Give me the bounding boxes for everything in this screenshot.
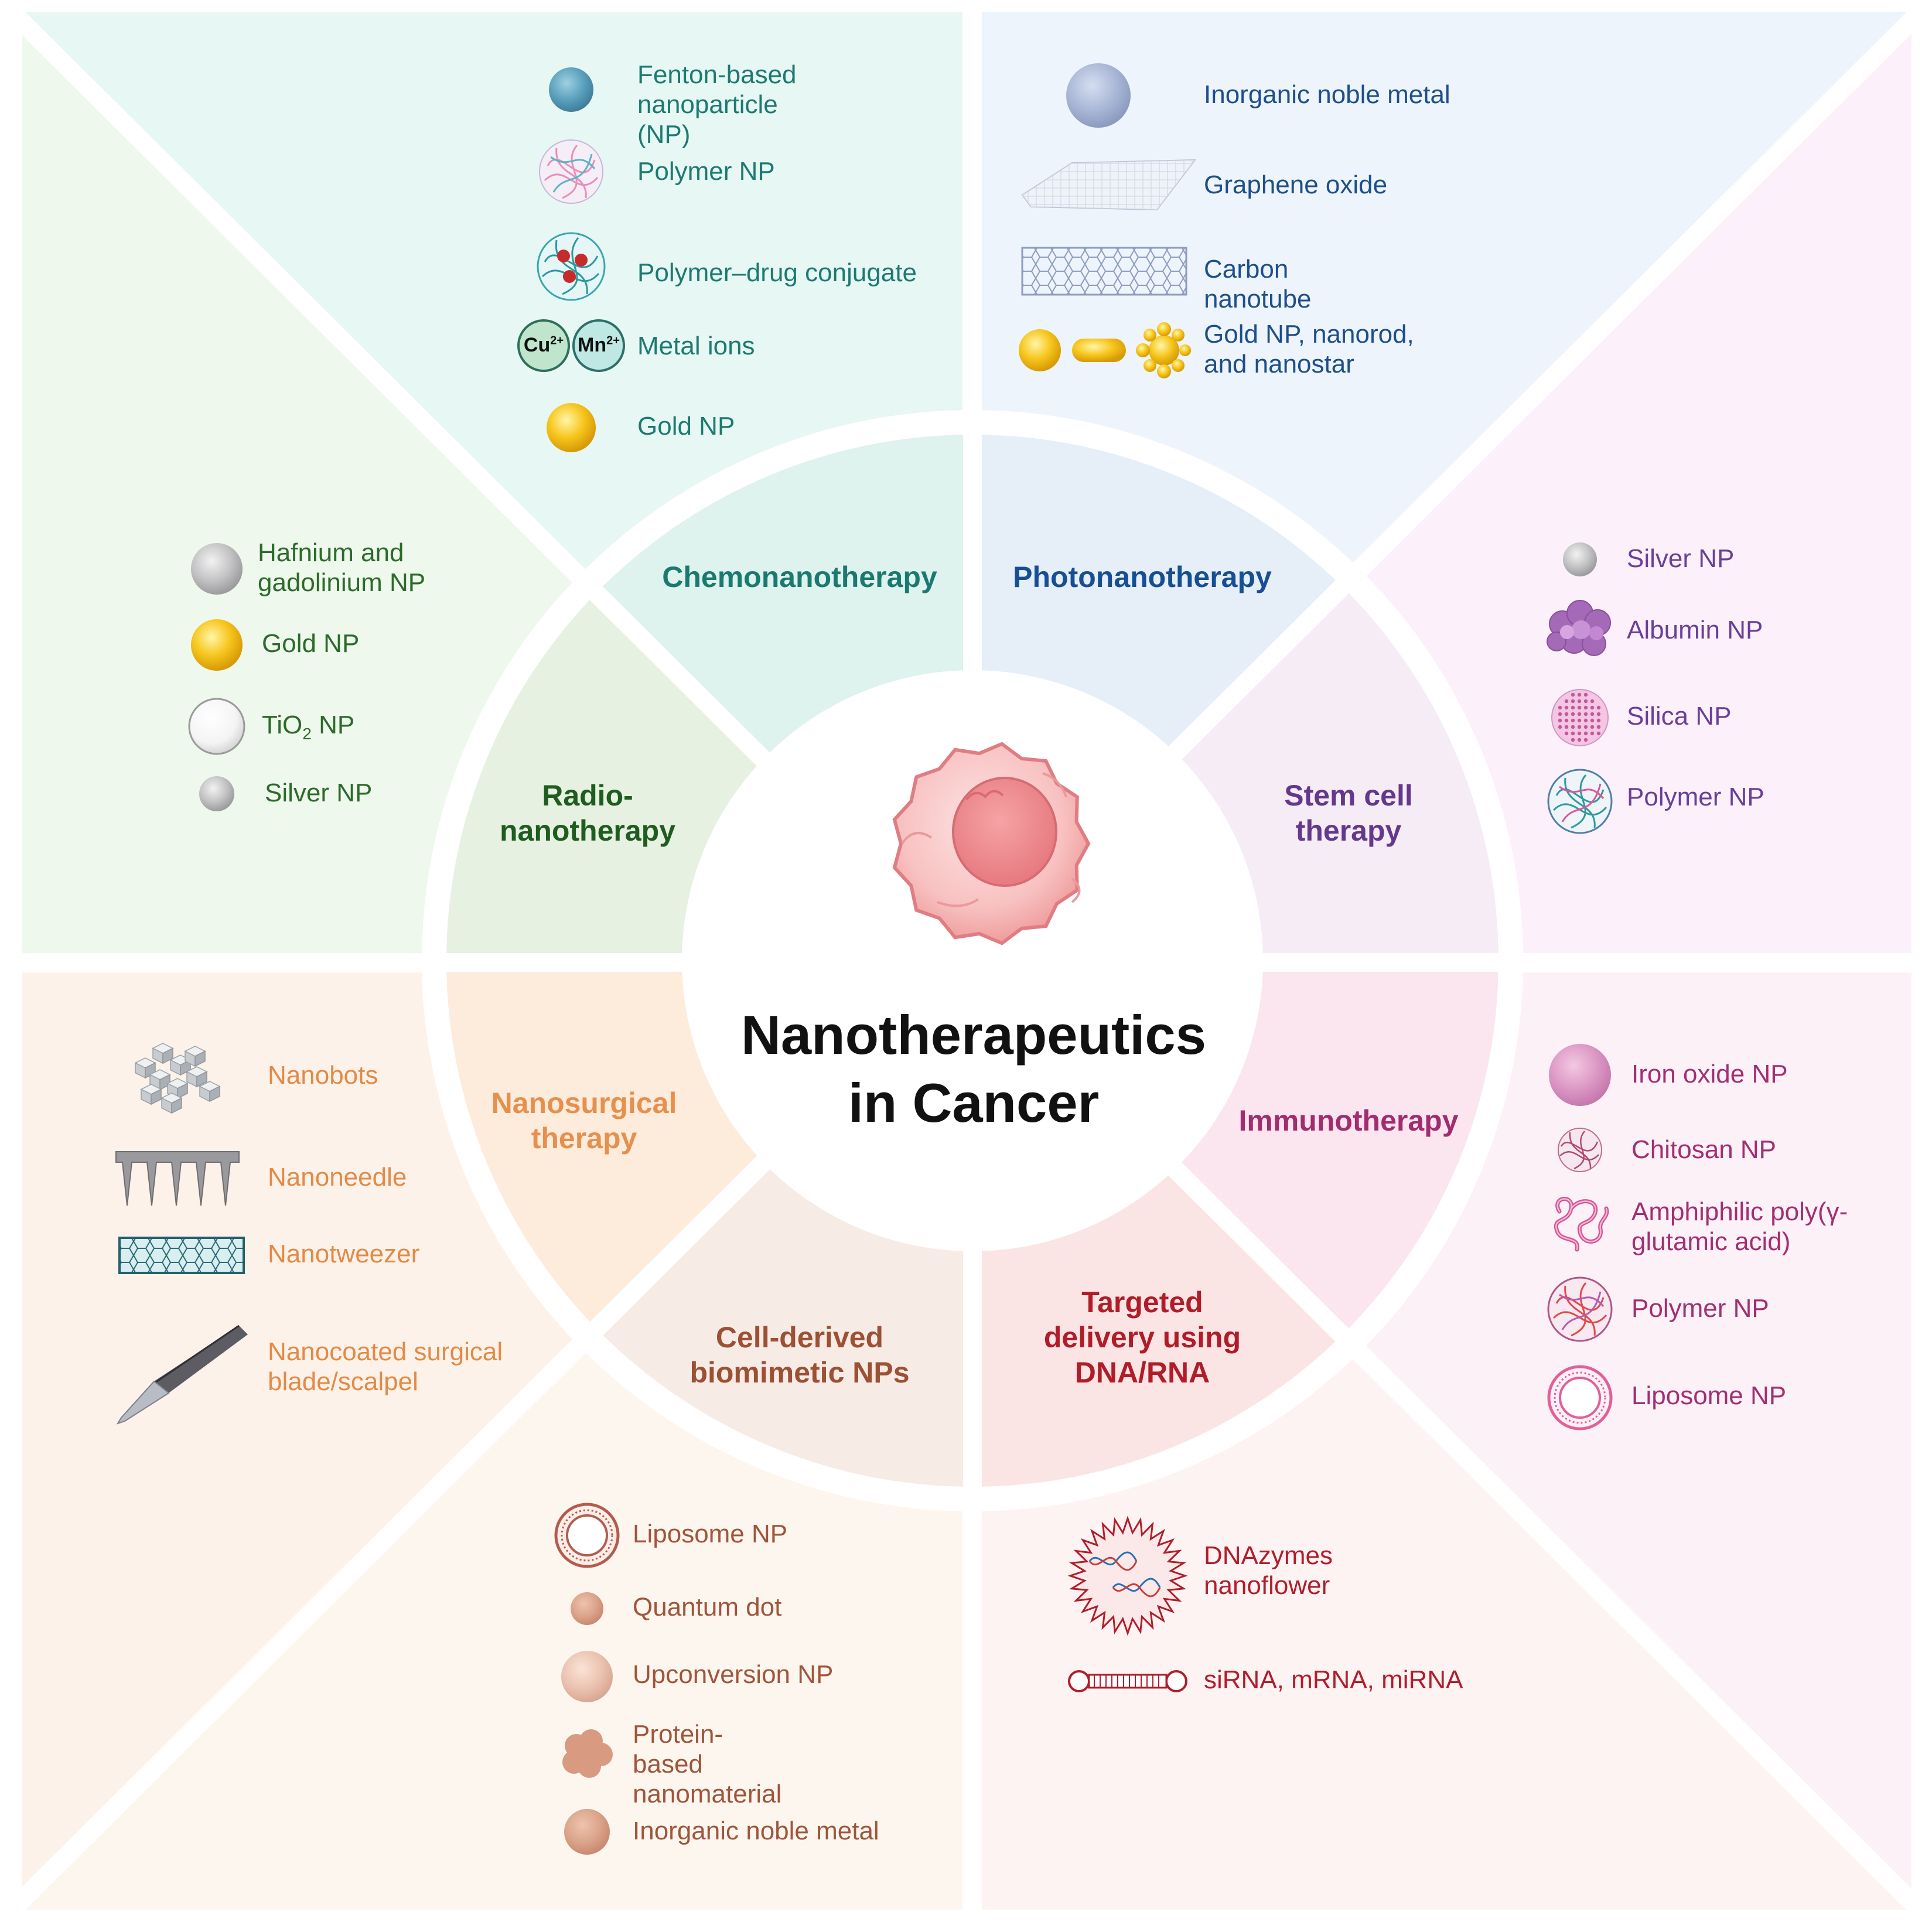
nanosurgical-sector-bg: [22, 972, 575, 1910]
sector-title-radio-nanotherapy: Radio- nanotherapy: [499, 779, 676, 847]
metal-ions-icon: Cu2+ Mn2+: [517, 319, 626, 373]
photo-item-label: Carbon nanotube: [1204, 255, 1312, 313]
nanosurgical-item-label: Nanobots: [268, 1061, 378, 1090]
stem-item-label: Albumin NP: [1627, 616, 1763, 644]
quantum-dot-icon: [571, 1592, 603, 1625]
carbon-nanotube-icon: [1021, 247, 1187, 296]
dnazyme-nanoflower-icon: [1067, 1515, 1188, 1636]
nanosurgical-item-label: Nanotweezer: [268, 1240, 420, 1268]
photo-sector-bg: [981, 12, 1911, 571]
silica-sphere-icon: [1551, 689, 1609, 746]
chemo-sector-bg: [22, 12, 962, 571]
cell-item-label: Liposome NP: [633, 1520, 788, 1548]
nanosurgical-item-label: Nanocoated surgical blade/scalpel: [268, 1337, 503, 1396]
stem-sector-bg: [1365, 12, 1911, 953]
chemo-item-label: Polymer NP: [637, 157, 775, 186]
polymer-np-icon: [1547, 769, 1613, 834]
radio-sector-bg: [22, 12, 575, 953]
immuno-item-label: Amphiphilic poly(γ- glutamic acid): [1631, 1197, 1848, 1256]
cell-item-label: Protein- based nanomaterial: [633, 1720, 782, 1808]
photo-item-label: Inorganic noble metal: [1204, 80, 1450, 109]
polymer-np-icon: [539, 139, 603, 204]
fenton-sphere-icon: [549, 67, 593, 112]
immuno-sector-bg: [1365, 972, 1911, 1910]
polymer-drug-conjugate-icon: [537, 232, 606, 301]
sector-title-cell-derived: Cell-derived biomimetic NPs: [689, 1321, 910, 1389]
gold-sphere-icon: [191, 619, 243, 671]
ring-segment-cell-derived: [600, 1166, 972, 1487]
rna-duplex-icon: [1068, 1670, 1187, 1692]
cell-item-label: Quantum dot: [633, 1593, 782, 1621]
stem-item-label: Silver NP: [1627, 544, 1735, 573]
ring-segment-chemonanotherapy: [600, 435, 972, 756]
nanotweezer-icon: [118, 1237, 245, 1274]
immuno-item-label: Polymer NP: [1631, 1294, 1769, 1323]
radio-item-label: Hafnium and gadolinium NP: [258, 538, 426, 597]
cu-ion-label: Cu2+: [523, 334, 564, 356]
center-disc: [682, 670, 1263, 1251]
chemo-item-label: Fenton-based nanoparticle (NP): [637, 60, 797, 149]
nanoneedle-icon: [115, 1151, 240, 1206]
chemo-item-label: Polymer–drug conjugate: [637, 258, 917, 287]
photo-item-label: Graphene oxide: [1204, 170, 1388, 199]
noble-metal-sphere-icon: [564, 1809, 610, 1855]
stem-item-label: Silica NP: [1627, 702, 1732, 730]
immuno-item-label: Iron oxide NP: [1631, 1060, 1788, 1088]
tumor-cell-icon: [892, 742, 1091, 945]
targeted-sector-bg: [981, 1353, 1911, 1910]
silver-sphere-icon: [199, 776, 234, 811]
nanosurgical-item-label: Nanoneedle: [268, 1163, 407, 1192]
albumin-cluster-icon: [1547, 600, 1611, 656]
liposome-icon: [554, 1503, 620, 1568]
graphene-sheet-icon: [1021, 159, 1197, 211]
polymer-coil-icon: [1554, 1197, 1609, 1252]
sector-title-photonanotherapy: Photonanotherapy: [1013, 561, 1272, 593]
polymer-np-icon: [1547, 1276, 1613, 1342]
immuno-item-label: Chitosan NP: [1631, 1135, 1777, 1164]
chemo-item-label: Metal ions: [637, 332, 755, 360]
main-title: Nanotherapeutics in Cancer: [741, 1004, 1206, 1134]
sector-title-chemonanotherapy: Chemonanotherapy: [662, 561, 937, 593]
noble-metal-sphere-icon: [1066, 63, 1131, 128]
hafnium-sphere-icon: [191, 543, 243, 595]
silver-sphere-icon: [1563, 542, 1597, 576]
nanobots-icon: [134, 1043, 221, 1114]
radio-item-label: Silver NP: [265, 779, 373, 807]
gold-shapes-icon: [1019, 322, 1191, 378]
radio-item-label: TiO2 NP: [262, 711, 355, 743]
sector-title-stem-cell-therapy: Stem cell therapy: [1284, 779, 1413, 847]
sector-title-immunotherapy: Immunotherapy: [1238, 1104, 1459, 1137]
radio-item-label: Gold NP: [262, 629, 360, 658]
stem-item-label: Polymer NP: [1627, 783, 1764, 811]
cell-item-label: Upconversion NP: [633, 1660, 834, 1689]
immuno-item-label: Liposome NP: [1631, 1381, 1787, 1410]
sector-title-targeted-delivery: Targeted delivery using DNA/RNA: [1043, 1286, 1241, 1389]
protein-cluster-icon: [562, 1729, 613, 1778]
scalpel-icon: [116, 1324, 248, 1425]
mn-ion-label: Mn2+: [578, 334, 620, 356]
chitosan-np-icon: [1558, 1128, 1602, 1172]
photo-item-label: Gold NP, nanorod, and nanostar: [1204, 320, 1414, 378]
sector-title-nanosurgical: Nanosurgical therapy: [491, 1087, 677, 1155]
tio2-sphere-icon: [188, 698, 245, 755]
targeted-item-label: siRNA, mRNA, miRNA: [1204, 1665, 1463, 1694]
iron-oxide-sphere-icon: [1549, 1044, 1611, 1106]
liposome-icon: [1547, 1365, 1613, 1431]
cell-sector-bg: [22, 1353, 962, 1910]
gold-sphere-icon: [547, 403, 596, 452]
targeted-item-label: DNAzymes nanoflower: [1204, 1541, 1333, 1600]
upconversion-sphere-icon: [561, 1651, 613, 1702]
chemo-item-label: Gold NP: [637, 412, 735, 441]
cell-item-label: Inorganic noble metal: [633, 1817, 879, 1845]
